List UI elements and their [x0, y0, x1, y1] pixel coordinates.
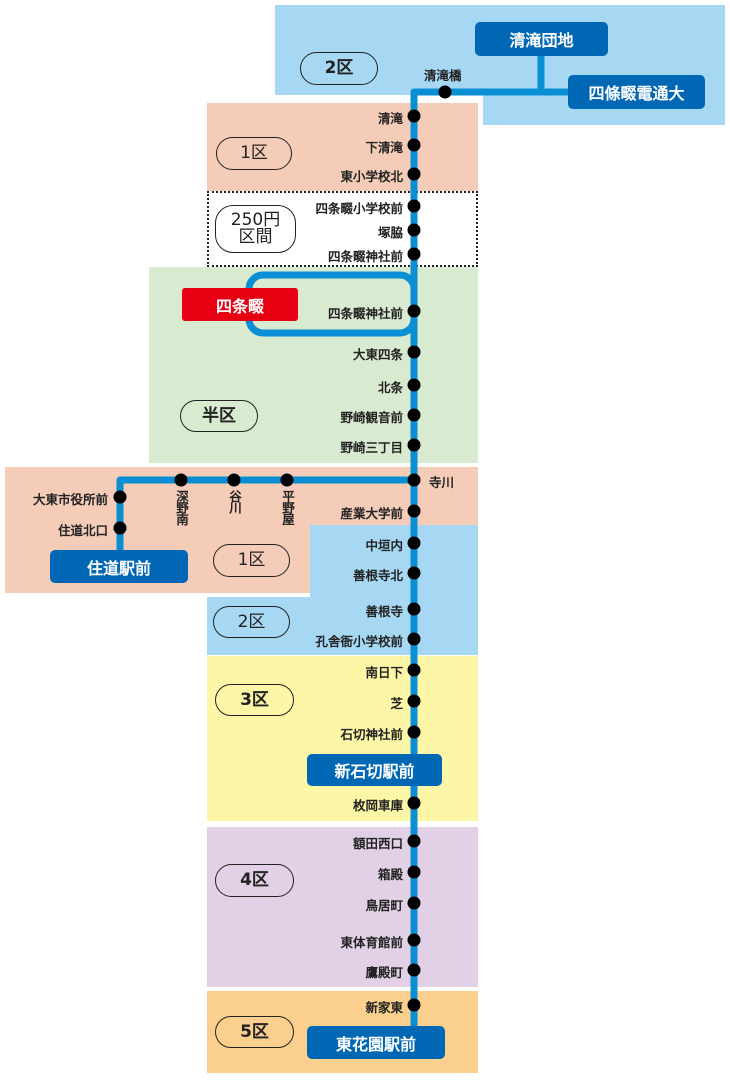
station-label: 善根寺 — [365, 604, 403, 619]
zone-label-250yen-line1: 250円 — [230, 210, 281, 230]
station-label: 中垣内 — [365, 538, 403, 553]
station-label: 寺川 — [429, 475, 455, 490]
station-dot[interactable] — [407, 566, 421, 580]
station-dot[interactable] — [407, 694, 421, 708]
zone-label-250yen-line2: 区間 — [238, 227, 273, 247]
zone-label-1-mid: 1区 — [213, 544, 290, 577]
station-label: 四条畷小学校前 — [315, 201, 403, 216]
station-label: 谷川 — [227, 490, 242, 513]
zone-label-2-top: 2区 — [300, 52, 378, 85]
station-dot[interactable] — [407, 796, 421, 810]
station-dot[interactable] — [280, 473, 294, 487]
station-dot[interactable] — [407, 896, 421, 910]
main-line — [410, 88, 570, 1030]
station-dot[interactable] — [407, 438, 421, 452]
station-dot[interactable] — [407, 536, 421, 550]
station-label: 善根寺北 — [352, 568, 403, 583]
station-dot[interactable] — [407, 345, 421, 359]
station-dot[interactable] — [407, 834, 421, 848]
terminal-shin-ishikiri[interactable]: 新石切駅前 — [307, 754, 442, 786]
zone-label-3: 3区 — [215, 684, 294, 716]
station-dot[interactable] — [407, 167, 421, 181]
zone-label-half: 半区 — [180, 400, 258, 432]
zone-label-250yen: 250円 区間 — [215, 205, 296, 253]
station-label: 産業大学前 — [340, 506, 403, 521]
station-dot[interactable] — [438, 85, 452, 99]
station-label: 清滝 — [377, 111, 403, 126]
station-label: 石切神社前 — [340, 727, 403, 742]
station-dot[interactable] — [407, 663, 421, 677]
station-dot[interactable] — [407, 408, 421, 422]
terminal-kiyotaki-danchi[interactable]: 清滝団地 — [475, 22, 608, 56]
station-label: 芝 — [390, 696, 403, 711]
station-dot[interactable] — [407, 998, 421, 1012]
station-label: 四条畷神社前 — [327, 306, 403, 321]
station-label: 箱殿 — [377, 867, 403, 882]
station-dot[interactable] — [407, 865, 421, 879]
station-label: 額田西口 — [352, 836, 403, 851]
station-label: 平野屋 — [280, 490, 295, 525]
station-label: 南日下 — [365, 665, 403, 680]
station-dot[interactable] — [407, 473, 421, 487]
zone-label-4: 4区 — [215, 864, 294, 897]
station-label: 孔舎衙小学校前 — [315, 634, 403, 649]
station-dot[interactable] — [407, 223, 421, 237]
station-label: 住道北口 — [57, 523, 108, 538]
zone-4 — [207, 827, 478, 987]
station-label: 鳥居町 — [365, 898, 403, 913]
station-label: 枚岡車庫 — [352, 798, 403, 813]
zone-3 — [207, 656, 478, 821]
station-label: 東体育館前 — [340, 935, 403, 950]
zone-250yen — [207, 191, 478, 267]
station-label: 四条畷神社前 — [327, 249, 403, 264]
station-label: 大東四条 — [352, 347, 403, 362]
station-label: 北条 — [377, 380, 403, 395]
station-label: 新家東 — [365, 1000, 403, 1015]
zone-label-1-top: 1区 — [216, 137, 292, 170]
station-label: 清滝橋 — [424, 68, 462, 83]
station-dot[interactable] — [407, 138, 421, 152]
station-label: 下清滝 — [365, 140, 403, 155]
zone-label-5: 5区 — [215, 1016, 294, 1048]
zone-2-mid — [310, 525, 478, 655]
terminal-higashi-hanazono[interactable]: 東花園駅前 — [307, 1026, 445, 1059]
station-dot[interactable] — [407, 109, 421, 123]
station-dot[interactable] — [407, 199, 421, 213]
station-label: 深野南 — [174, 490, 189, 525]
zone-1-top — [207, 103, 478, 191]
station-dot[interactable] — [407, 632, 421, 646]
station-label: 野崎三丁目 — [340, 440, 403, 455]
station-label: 大東市役所前 — [32, 492, 108, 507]
station-dot[interactable] — [407, 602, 421, 616]
station-dot[interactable] — [407, 378, 421, 392]
terminal-suminodo[interactable]: 住道駅前 — [50, 550, 188, 583]
terminal-dentsu[interactable]: 四條畷電通大 — [568, 75, 705, 109]
station-dot[interactable] — [113, 521, 127, 535]
station-dot[interactable] — [227, 473, 241, 487]
station-dot[interactable] — [113, 490, 127, 504]
station-dot[interactable] — [407, 963, 421, 977]
zone-label-2-mid: 2区 — [213, 606, 290, 638]
station-dot[interactable] — [407, 304, 421, 318]
station-label: 鷹殿町 — [365, 965, 403, 980]
station-dot[interactable] — [407, 725, 421, 739]
station-dot[interactable] — [407, 247, 421, 261]
station-label: 東小学校北 — [340, 169, 403, 184]
station-dot[interactable] — [174, 473, 188, 487]
station-dot[interactable] — [407, 933, 421, 947]
station-label: 塚脇 — [377, 225, 403, 240]
station-dot[interactable] — [407, 504, 421, 518]
station-label: 野崎観音前 — [340, 410, 403, 425]
terminal-shijonawate[interactable]: 四条畷 — [182, 288, 298, 321]
